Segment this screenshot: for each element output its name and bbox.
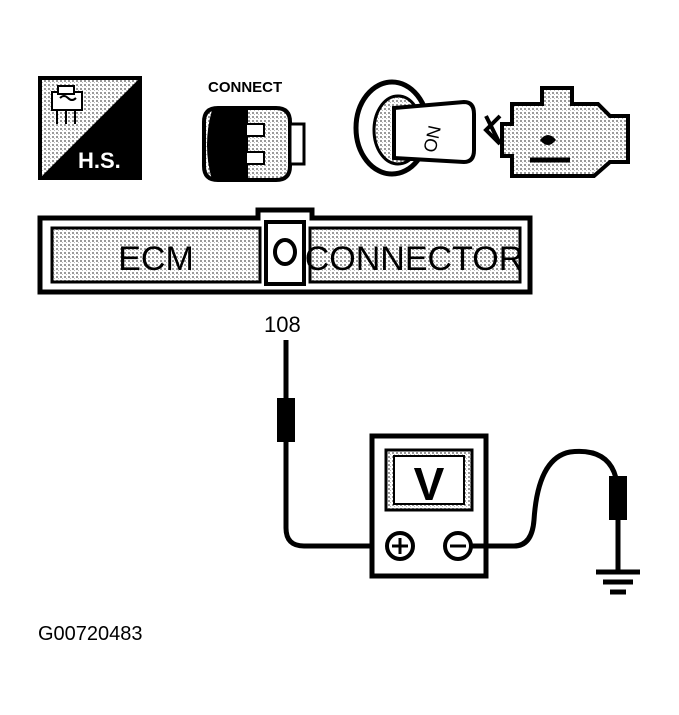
negative-lead-wire [472,448,619,549]
positive-lead-wire [283,442,386,549]
connector-label-connector: CONNECTOR [305,240,524,278]
connector-label-ecm: ECM [118,240,194,278]
connect-icon: CONNECT [202,79,306,182]
positive-probe [277,340,386,549]
thermo-device-icon [51,85,83,124]
pin-number-label: 108 [264,312,301,337]
connector-pin-hole [273,238,297,266]
hot-start-icon: H.S. [38,76,142,180]
ignition-key-icon: ON [353,79,476,177]
meter-symbol: V [414,458,445,510]
ecm-connector: ECM CONNECTOR [37,207,533,295]
figure-id: G00720483 [38,623,143,645]
connect-label: CONNECT [208,79,282,96]
negative-probe [472,448,627,570]
engine-icon [483,86,630,178]
ground-symbol-icon [596,569,640,595]
hot-start-label: H.S. [78,148,121,173]
voltmeter: V [369,433,489,579]
